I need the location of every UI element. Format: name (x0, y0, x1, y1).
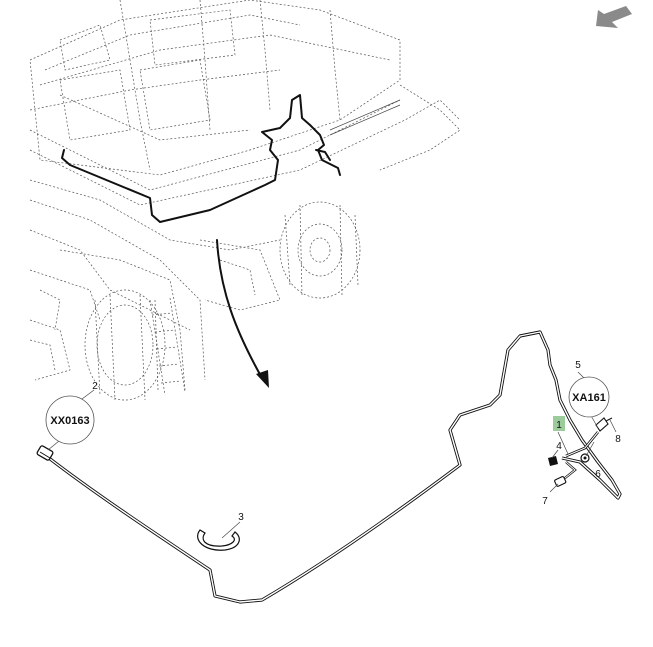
connector-label-xx0163: XX0163 (45, 395, 95, 445)
back-arrow-icon[interactable] (596, 6, 632, 28)
callout-8[interactable]: 8 (615, 434, 621, 445)
harness-route-on-machine (61, 94, 341, 223)
machine-illustration (29, 0, 461, 401)
callout-7[interactable]: 7 (542, 496, 548, 507)
callout-1[interactable]: 1 (556, 420, 562, 431)
connector-xx0163-plug (36, 445, 54, 461)
detail-pointer-arrow (216, 239, 269, 388)
leader-lines (47, 371, 617, 539)
callout-1-highlight (553, 416, 565, 431)
part-7-connector (554, 476, 567, 487)
callout-5[interactable]: 5 (575, 360, 581, 371)
callout-6[interactable]: 6 (595, 469, 601, 480)
callout-3[interactable]: 3 (238, 512, 244, 523)
part-4-clip (548, 456, 558, 466)
part-6-grommet (580, 453, 590, 463)
clip-part (197, 529, 240, 551)
part-8-connector (595, 417, 613, 432)
connector-label-xx0163-text: XX0163 (50, 415, 89, 427)
connector-label-xa161: XA161 (568, 376, 610, 418)
connector-label-xa161-text: XA161 (572, 392, 606, 404)
callout-4[interactable]: 4 (556, 441, 562, 452)
callout-2[interactable]: 2 (92, 381, 98, 392)
detail-wiring-harness (44, 330, 622, 604)
